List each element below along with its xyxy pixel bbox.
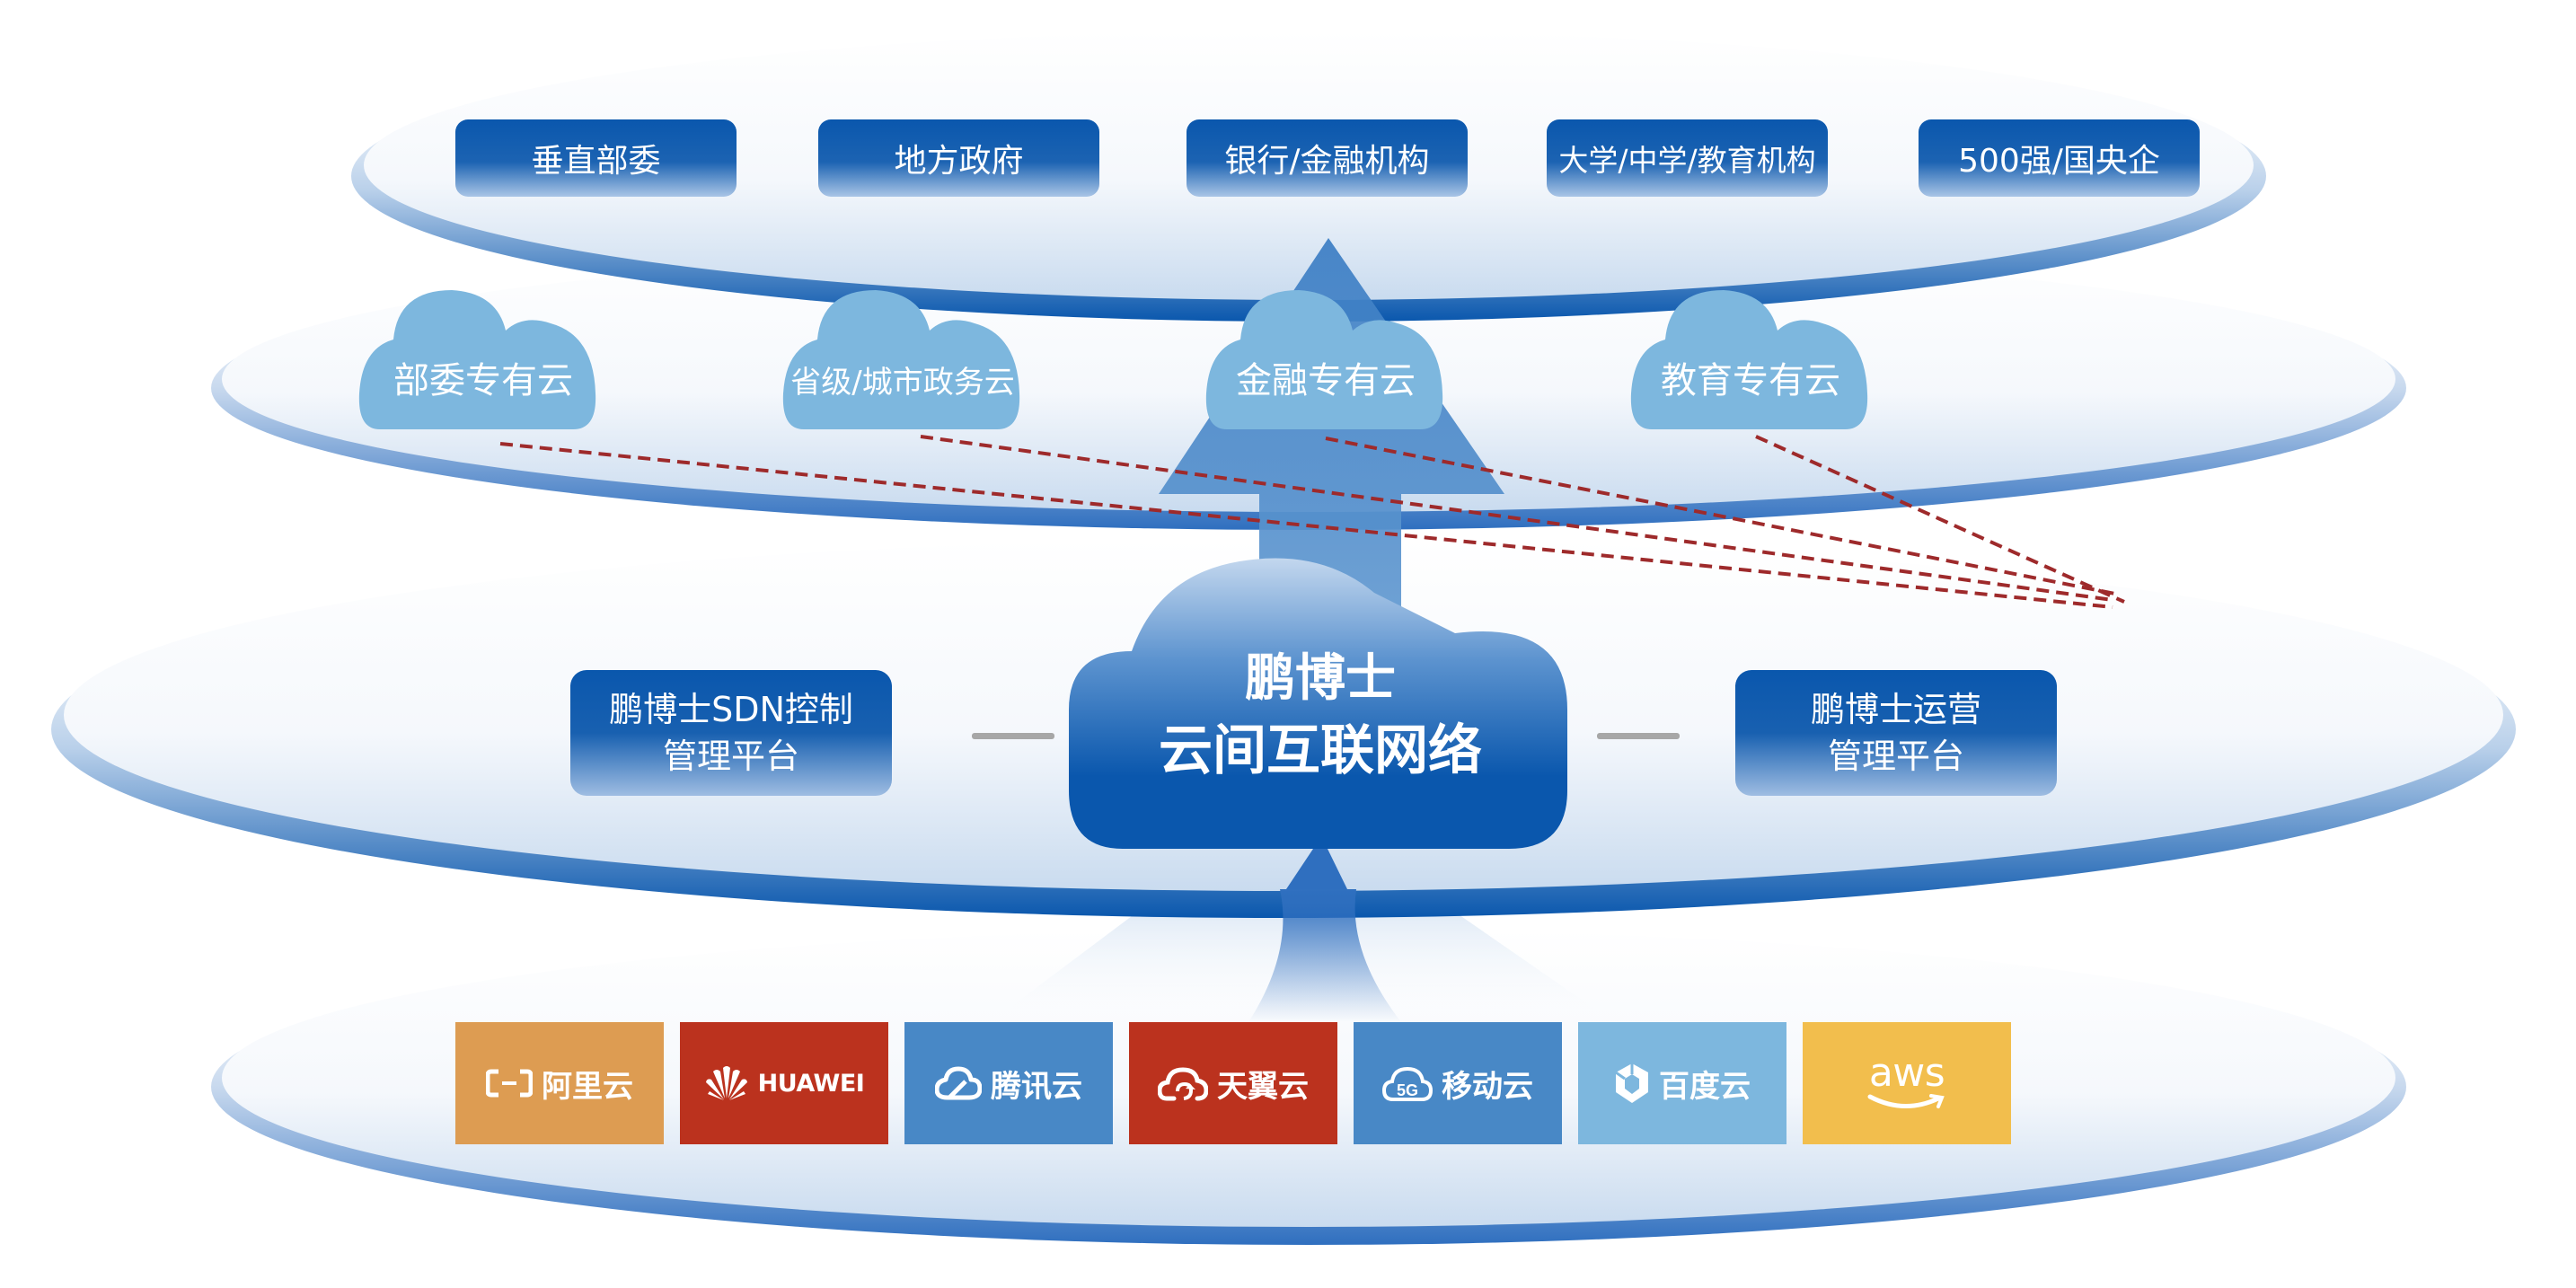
upward-arrow-icon bbox=[1159, 238, 1504, 701]
center-title[interactable]: 鹏博士 云间互联网络 bbox=[1105, 647, 1536, 783]
dashed-link-line bbox=[920, 435, 2113, 602]
cloud-shape bbox=[1205, 290, 1443, 429]
provider-label: 移动云 bbox=[1442, 1068, 1533, 1105]
customer-local-government[interactable]: 地方政府 bbox=[818, 119, 1099, 197]
provider-label: 阿里云 bbox=[542, 1068, 633, 1105]
provider-aliyun[interactable]: 阿里云 bbox=[455, 1022, 664, 1144]
aws-logo-icon bbox=[1866, 1093, 1947, 1113]
provider-label: aws bbox=[1868, 1050, 1945, 1096]
connector-left bbox=[972, 733, 1054, 739]
dashed-link-line bbox=[1325, 437, 2121, 596]
provider-tianyi-cloud[interactable]: 天翼云 bbox=[1129, 1022, 1337, 1144]
cloud-education-private[interactable]: 教育专有云 bbox=[1638, 350, 1863, 404]
center-cloud-icon bbox=[1069, 558, 1567, 849]
connector-right bbox=[1597, 733, 1680, 739]
svg-text:5G: 5G bbox=[1397, 1081, 1418, 1099]
provider-baidu-cloud[interactable]: 百度云 bbox=[1578, 1022, 1786, 1144]
tianyi-cloud-logo-icon bbox=[1158, 1064, 1208, 1102]
dashed-link-line bbox=[1755, 435, 2125, 604]
cloud-financial-private[interactable]: 金融专有云 bbox=[1213, 350, 1438, 404]
cloud-ministry-private[interactable]: 部委专有云 bbox=[371, 350, 595, 404]
cloud-provincial-government[interactable]: 省级/城市政务云 bbox=[786, 352, 1019, 406]
customer-label: 地方政府 bbox=[894, 143, 1024, 180]
customer-label: 500强/国央企 bbox=[1958, 143, 2160, 180]
cloud-label: 金融专有云 bbox=[1236, 360, 1416, 401]
provider-label: HUAWEI bbox=[757, 1069, 865, 1098]
provider-aws[interactable]: aws bbox=[1803, 1022, 2011, 1144]
bottom-stem-arrow bbox=[1248, 849, 1401, 1022]
tencent-cloud-logo-icon bbox=[935, 1065, 982, 1101]
aliyun-logo-icon bbox=[486, 1069, 533, 1098]
mobile-cloud-5g-logo-icon: 5G bbox=[1382, 1063, 1433, 1103]
customer-label: 大学/中学/教育机构 bbox=[1558, 143, 1816, 178]
sdn-control-platform[interactable]: 鹏博士SDN控制 管理平台 bbox=[570, 670, 892, 796]
operations-platform[interactable]: 鹏博士运营 管理平台 bbox=[1735, 670, 2057, 796]
cloud-label: 部委专有云 bbox=[393, 360, 573, 401]
provider-tencent-cloud[interactable]: 腾讯云 bbox=[904, 1022, 1113, 1144]
customer-top500-soe[interactable]: 500强/国央企 bbox=[1919, 119, 2200, 197]
provider-label: 腾讯云 bbox=[991, 1068, 1082, 1105]
dashed-link-line bbox=[499, 442, 2113, 609]
center-title-line1: 鹏博士 bbox=[1245, 649, 1396, 708]
cloud-shape bbox=[358, 290, 596, 429]
cloud-shape bbox=[1630, 290, 1868, 429]
cloud-shape bbox=[782, 290, 1020, 429]
sdn-platform-line1: 鹏博士SDN控制 bbox=[609, 690, 853, 729]
provider-label: 百度云 bbox=[1659, 1068, 1751, 1105]
cloud-label: 教育专有云 bbox=[1661, 360, 1840, 401]
customer-label: 银行/金融机构 bbox=[1224, 143, 1430, 180]
provider-mobile-cloud[interactable]: 5G 移动云 bbox=[1354, 1022, 1562, 1144]
baidu-cloud-logo-icon bbox=[1614, 1062, 1650, 1105]
customer-education[interactable]: 大学/中学/教育机构 bbox=[1547, 119, 1828, 197]
center-title-line2: 云间互联网络 bbox=[1159, 719, 1482, 782]
operations-platform-line1: 鹏博士运营 bbox=[1810, 690, 1981, 729]
huawei-logo-icon bbox=[704, 1064, 749, 1102]
private-cloud-shapes bbox=[358, 290, 1868, 429]
operations-platform-line2: 管理平台 bbox=[1827, 737, 1964, 776]
customer-label: 垂直部委 bbox=[531, 143, 661, 180]
sdn-platform-line2: 管理平台 bbox=[662, 737, 799, 776]
customer-vertical-ministries[interactable]: 垂直部委 bbox=[455, 119, 737, 197]
provider-label: 天翼云 bbox=[1217, 1068, 1309, 1105]
provider-huawei[interactable]: HUAWEI bbox=[680, 1022, 888, 1144]
dashed-link-lines bbox=[499, 435, 2125, 609]
customer-banks-financial[interactable]: 银行/金融机构 bbox=[1187, 119, 1468, 197]
cloud-label: 省级/城市政务云 bbox=[790, 364, 1015, 401]
